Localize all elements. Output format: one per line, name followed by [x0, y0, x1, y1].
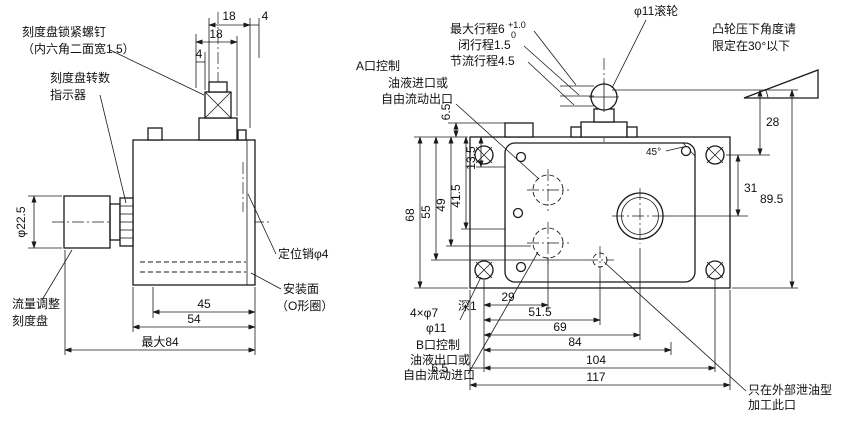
- label-max-stroke-tol-upper: +1.0: [508, 20, 526, 30]
- dim-84: 84: [568, 335, 582, 349]
- a-port: [527, 169, 569, 211]
- label-b-port-line2: 自由流动进口: [403, 368, 475, 382]
- screw-hole: [512, 207, 524, 219]
- dim-41-5: 41.5: [449, 184, 463, 208]
- dim-knob-diameter: φ22.5: [14, 206, 28, 237]
- screw-hole: [680, 145, 692, 157]
- label-drain-note-2: 加工此口: [748, 398, 796, 412]
- label-b-port-line1: 油液出口或: [410, 352, 470, 367]
- screw-hole: [515, 151, 527, 163]
- valve-body-side: [132, 139, 256, 286]
- label-chamfer: 45°: [646, 147, 661, 158]
- dim-69: 69: [553, 320, 567, 334]
- right-bottom-callouts: 4×φ7 深1 φ11 B口控制 油液出口或 自由流动进口 只在外部泄油型 加工…: [403, 251, 832, 412]
- screw-holes: [512, 145, 692, 273]
- label-cam-note-2: 限定在30°以下: [712, 38, 790, 53]
- label-holes-cbore: φ11: [426, 321, 447, 335]
- dim-68: 68: [403, 208, 417, 222]
- left-body-details: [140, 127, 248, 285]
- label-cam-note-1: 凸轮压下角度请: [712, 21, 796, 36]
- dial-lock-screw-assembly: [198, 81, 238, 141]
- dim-bottom-6-5: 6.5: [431, 361, 448, 375]
- adjuster-boss: [198, 117, 238, 141]
- label-holes-spec: 4×φ7: [410, 306, 438, 320]
- flow-adjust-knob-assembly: [63, 195, 134, 249]
- screw-hole: [515, 261, 527, 273]
- dim-max84: 最大84: [141, 335, 179, 349]
- label-indicator-2: 指示器: [50, 87, 86, 102]
- dim-117: 117: [586, 370, 605, 384]
- roller-assembly: [570, 58, 638, 142]
- label-mounting-face-1: 安装面: [283, 281, 319, 296]
- dim-28: 28: [766, 115, 780, 129]
- shaft-collar: [109, 203, 121, 241]
- label-a-port-line2: 自由流动出口: [381, 92, 453, 106]
- adjust-knob: [63, 195, 111, 249]
- label-a-port-title: A口控制: [356, 59, 400, 73]
- label-closed-stroke: 闭行程1.5: [458, 37, 511, 52]
- dim-55: 55: [419, 205, 433, 219]
- right-bottom-dims: 29 51.5 69 84 104 6.5 117: [431, 248, 731, 390]
- dim-top-6-5: 6.5: [439, 103, 453, 120]
- left-view: φ22.5 18 4 18 4 45 5: [12, 9, 333, 355]
- cam-surface: [743, 69, 819, 99]
- b-port: [527, 222, 569, 264]
- dim-51-5: 51.5: [528, 305, 552, 319]
- label-lock-screw-2: （内六角二面宽1.5）: [22, 41, 135, 56]
- left-callouts: 刻度盘锁紧螺钉 （内六角二面宽1.5） 刻度盘转数 指示器 流量调整 刻度盘 定…: [12, 24, 333, 328]
- label-flow-dial-2: 刻度盘: [12, 313, 48, 328]
- dim-54: 54: [187, 312, 201, 326]
- left-side-dims: 68 55 49 41.5 13.5 6.5: [403, 103, 586, 289]
- label-a-port-line1: 油液进口或: [388, 75, 448, 90]
- dim-13-5: 13.5: [464, 146, 478, 170]
- stroke-dims: [523, 30, 594, 107]
- label-locating-pin: 定位销φ4: [278, 246, 329, 261]
- bracket-base: [580, 121, 628, 138]
- dim-top-18: 18: [222, 9, 236, 23]
- label-flow-dial-1: 流量调整: [12, 296, 60, 311]
- dim-31: 31: [744, 181, 758, 195]
- dim-29: 29: [501, 290, 515, 304]
- right-side-dims: 28 31 89.5: [612, 89, 798, 289]
- dim-mid-18: 18: [209, 27, 223, 41]
- label-lock-screw-1: 刻度盘锁紧螺钉: [22, 24, 106, 39]
- label-drain-note-1: 只在外部泄油型: [748, 382, 832, 397]
- left-bottom-dims: 45 54 最大84: [64, 250, 256, 355]
- dim-104: 104: [586, 353, 606, 367]
- right-top-labels: A口控制 最大行程6 +1.0 0 闭行程1.5 节流行程4.5 油液进口或 自…: [356, 3, 796, 180]
- cam-angle-arc: [764, 88, 769, 99]
- label-mounting-face-2: （O形圈）: [276, 299, 333, 313]
- dim-49: 49: [434, 198, 448, 212]
- label-roller: φ11滚轮: [634, 3, 678, 18]
- label-max-stroke: 最大行程6: [450, 21, 505, 36]
- top-boss: [504, 122, 534, 138]
- main-bore: [612, 188, 668, 244]
- label-b-port-title: B口控制: [416, 338, 460, 352]
- label-holes-depth: 深1: [458, 299, 477, 313]
- left-top-dims: 18 4 18 4: [195, 9, 269, 128]
- left-knob-dim: φ22.5: [14, 195, 62, 249]
- drain-port: [586, 246, 614, 274]
- label-throttle-stroke: 节流行程4.5: [450, 53, 515, 68]
- dim-mid-4: 4: [196, 47, 203, 61]
- dim-45: 45: [197, 297, 211, 311]
- dim-89-5: 89.5: [760, 192, 784, 206]
- dim-top-4: 4: [262, 9, 269, 23]
- right-view: A口控制 最大行程6 +1.0 0 闭行程1.5 节流行程4.5 油液进口或 自…: [356, 3, 832, 412]
- label-indicator-1: 刻度盘转数: [50, 70, 110, 85]
- label-max-stroke-tol-lower: 0: [511, 30, 516, 40]
